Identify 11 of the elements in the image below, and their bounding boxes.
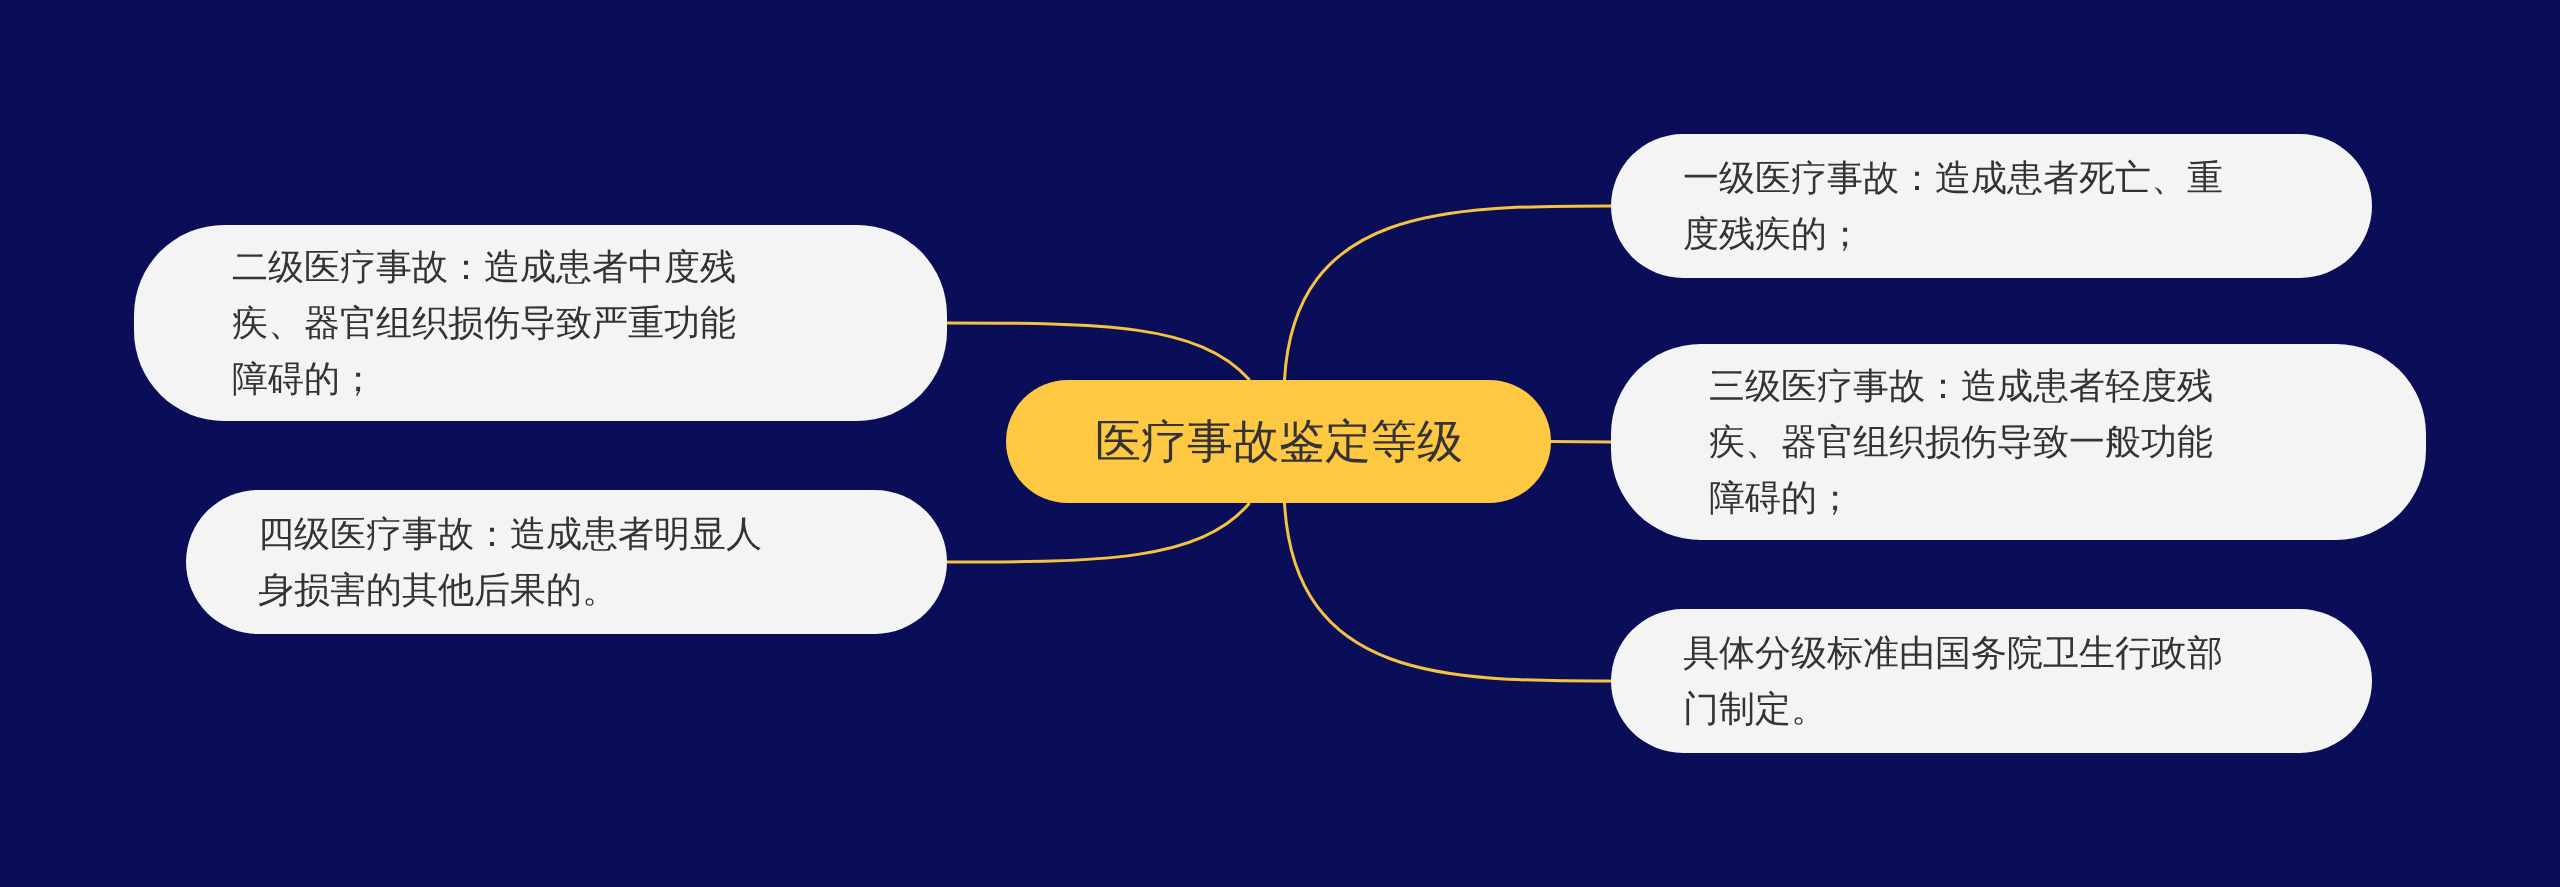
topic-text: 具体分级标准由国务院卫生行政部门制定。 bbox=[1683, 631, 2224, 731]
topic-text: 四级医疗事故：造成患者明显人身损害的其他后果的。 bbox=[258, 512, 763, 612]
topic-text: 医疗事故鉴定等级 bbox=[1094, 412, 1463, 470]
connector-line bbox=[947, 321, 1251, 382]
topic-text: 三级医疗事故：造成患者轻度残疾、器官组织损伤导致一般功能障碍的； bbox=[1709, 364, 2214, 520]
topic-text: 二级医疗事故：造成患者中度残疾、器官组织损伤导致严重功能障碍的； bbox=[232, 245, 737, 401]
connector-line bbox=[947, 501, 1251, 564]
connector-line bbox=[1551, 440, 1611, 444]
topic-text: 一级医疗事故：造成患者死亡、重度残疾的； bbox=[1683, 156, 2224, 256]
connector-line bbox=[1283, 502, 1611, 683]
connector-line bbox=[1283, 204, 1611, 381]
